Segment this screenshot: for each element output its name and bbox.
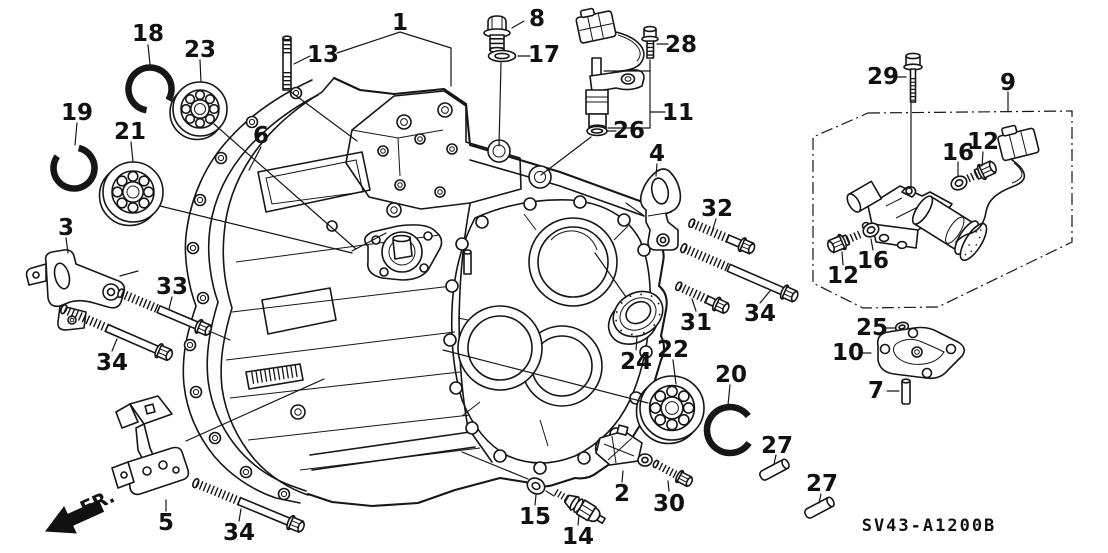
callout-1[interactable]: 1	[392, 10, 408, 36]
stud-bolt-13	[282, 35, 292, 91]
callout-15[interactable]: 15	[519, 504, 551, 530]
case-left-body	[225, 151, 481, 471]
callout-31[interactable]: 31	[680, 310, 712, 336]
callout-23[interactable]: 23	[184, 37, 216, 63]
sealing-washer-16a	[950, 175, 968, 191]
callout-12b[interactable]: 12	[827, 263, 859, 289]
callout-26[interactable]: 26	[613, 118, 645, 144]
callout-34b[interactable]: 34	[744, 301, 776, 327]
bolt-34b	[680, 243, 799, 303]
case-flange-face	[443, 195, 656, 475]
callout-12a[interactable]: 12	[967, 129, 999, 155]
pin-27a	[759, 458, 790, 481]
callout-18[interactable]: 18	[132, 21, 164, 47]
dowel-pin-7	[901, 378, 911, 405]
position-sensor-2	[594, 424, 653, 467]
drain-plug-8	[483, 15, 511, 54]
ball-bearing-23	[169, 81, 228, 141]
callout-27a[interactable]: 27	[761, 433, 793, 459]
callout-7[interactable]: 7	[868, 378, 884, 404]
flange-bolt-holes	[443, 195, 656, 475]
bolt-31	[674, 281, 730, 315]
front-direction-indicator: FR.	[45, 485, 118, 534]
bolt-28	[641, 25, 659, 59]
bracket-4	[639, 168, 682, 251]
solenoid-valve-assembly-9	[846, 124, 1040, 262]
callout-20[interactable]: 20	[715, 362, 747, 388]
callout-33[interactable]: 33	[156, 274, 188, 300]
ball-bearing-22	[635, 375, 705, 445]
snap-ring-20	[703, 403, 757, 457]
callout-25[interactable]: 25	[856, 315, 888, 341]
callout-11[interactable]: 11	[662, 100, 694, 126]
diagram-code: SV43-A1200B	[862, 516, 997, 536]
bolt-34a	[60, 304, 174, 362]
callout-9[interactable]: 9	[1000, 70, 1016, 96]
ball-bearing-21	[98, 161, 164, 227]
callout-5[interactable]: 5	[158, 510, 174, 536]
leader-lines	[65, 20, 1009, 526]
callout-29[interactable]: 29	[867, 64, 899, 90]
callout-14[interactable]: 14	[562, 524, 594, 550]
callout-27b[interactable]: 27	[806, 471, 838, 497]
bolt-33	[117, 288, 212, 337]
snap-ring-19	[50, 144, 98, 192]
callout-22[interactable]: 22	[657, 337, 689, 363]
callout-21[interactable]: 21	[114, 119, 146, 145]
callout-28[interactable]: 28	[665, 32, 697, 58]
callout-34c[interactable]: 34	[223, 520, 255, 546]
snap-ring-18	[125, 64, 175, 114]
o-ring-26	[586, 125, 608, 137]
solenoid-assembly-boundary	[812, 110, 1073, 309]
gasket-bolt-holes	[183, 86, 303, 501]
callout-layer: 1234567891011121213141516161718192021222…	[58, 6, 1016, 550]
callout-13[interactable]: 13	[307, 42, 339, 68]
speed-sensor-11	[575, 7, 645, 132]
callout-19[interactable]: 19	[61, 100, 93, 126]
callout-10[interactable]: 10	[832, 340, 864, 366]
sealing-washer-17	[487, 49, 517, 63]
gasket-6	[182, 79, 319, 504]
sealing-washer-16b	[862, 222, 880, 238]
front-arrow-icon	[45, 499, 105, 534]
callout-4[interactable]: 4	[649, 141, 665, 167]
bolt-32	[688, 218, 756, 255]
cover-gasket-10	[876, 326, 966, 380]
joint-bolt-12b	[826, 230, 862, 254]
callout-16b[interactable]: 16	[857, 248, 889, 274]
bolt-34c	[192, 477, 305, 533]
callout-32[interactable]: 32	[701, 196, 733, 222]
callout-30[interactable]: 30	[653, 491, 685, 517]
callout-6[interactable]: 6	[253, 123, 269, 149]
bolt-29	[903, 52, 923, 103]
oil-seal-24	[607, 290, 664, 345]
callout-34a[interactable]: 34	[96, 350, 128, 376]
callout-2[interactable]: 2	[614, 481, 630, 507]
callout-24[interactable]: 24	[620, 349, 652, 375]
callout-8[interactable]: 8	[529, 6, 545, 32]
oil-pressure-switch-14	[553, 489, 606, 525]
bracket-5	[111, 395, 190, 496]
washer-15	[526, 477, 546, 495]
joint-bolt-12a	[962, 160, 997, 185]
pin-27b	[804, 496, 835, 519]
callout-3[interactable]: 3	[58, 215, 74, 241]
bolt-30	[652, 459, 694, 488]
callout-16a[interactable]: 16	[942, 140, 974, 166]
callout-17[interactable]: 17	[528, 42, 560, 68]
